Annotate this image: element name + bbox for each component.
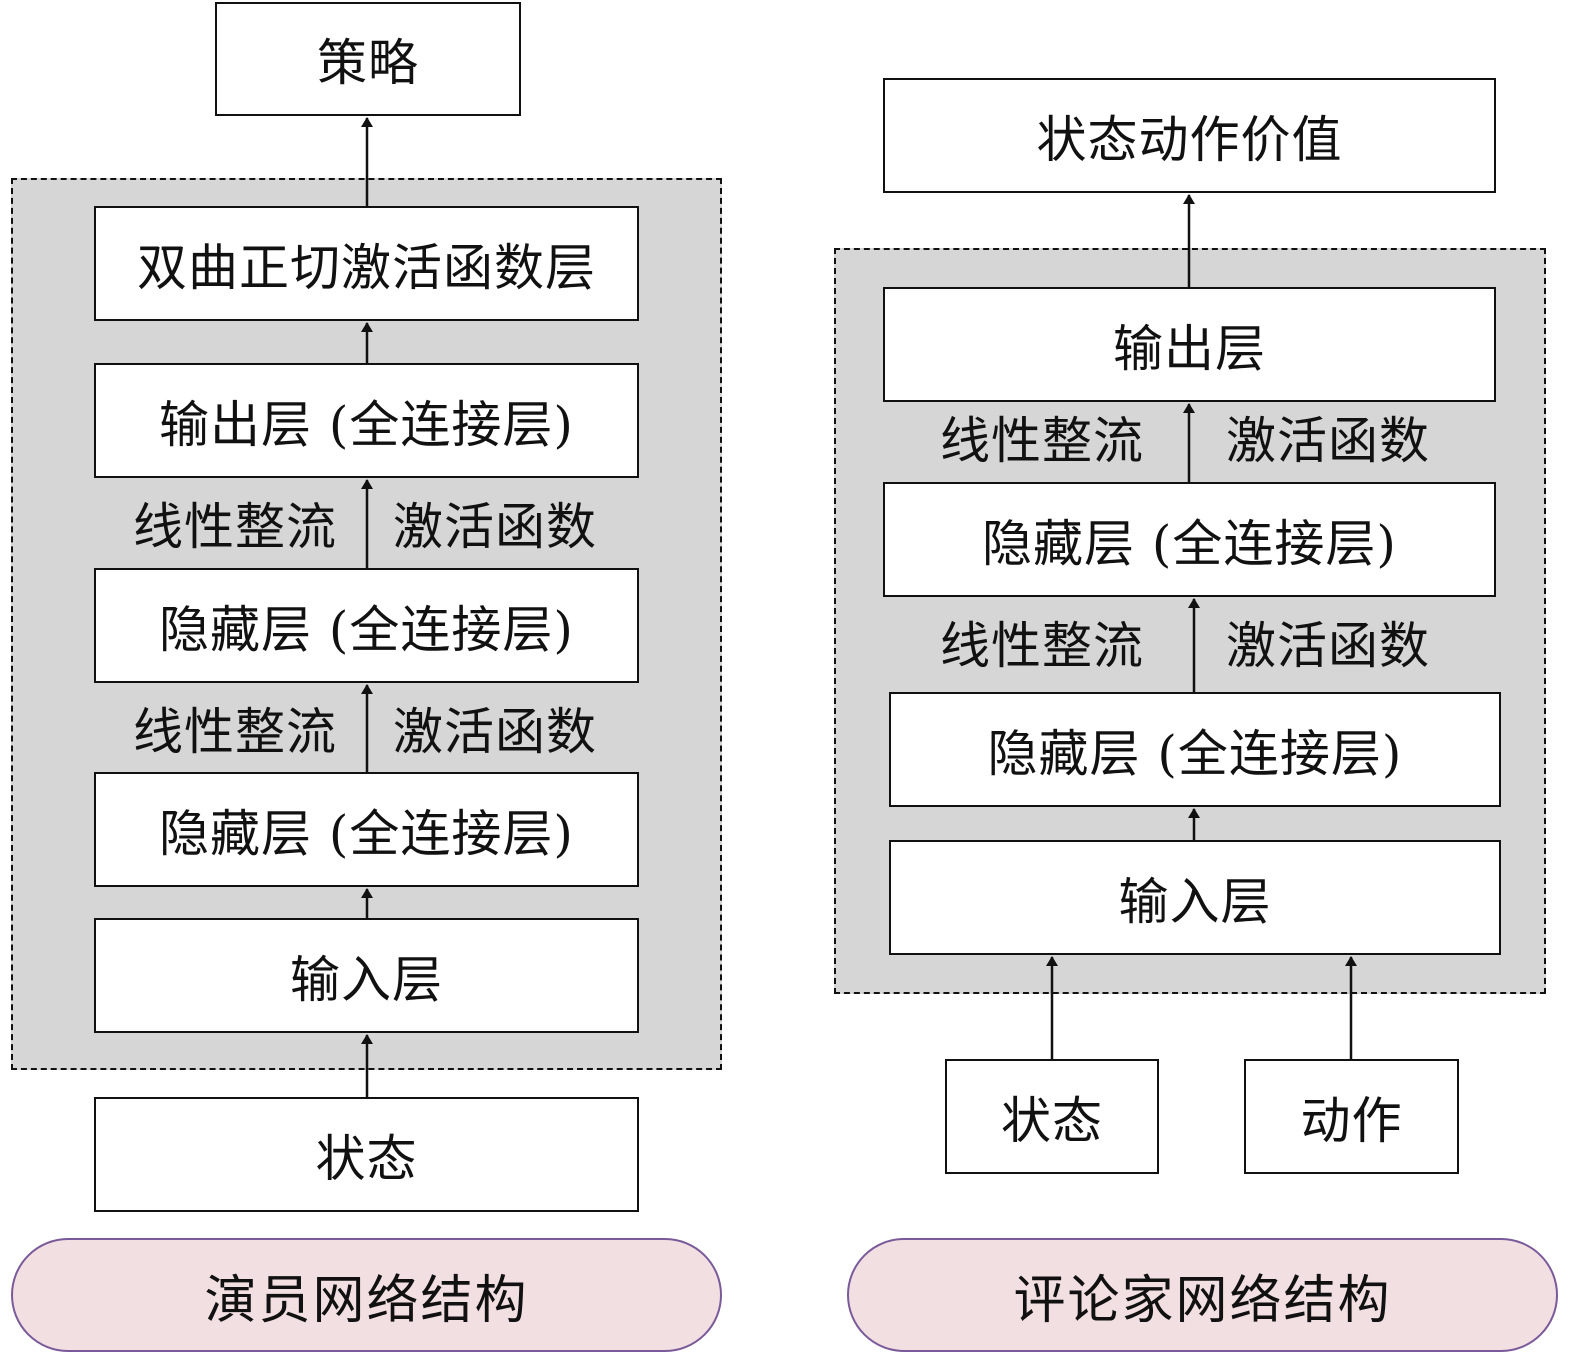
critic-relu-label-right-1: 激活函数: [1226, 412, 1430, 470]
actor-tanh-layer-box: 双曲正切激活函数层: [94, 206, 639, 321]
actor-hidden-layer-2-box: 隐藏层 (全连接层): [94, 772, 639, 887]
actor-relu-label-left-1: 线性整流: [133, 498, 337, 556]
actor-relu-label-left-2: 线性整流: [133, 703, 337, 761]
actor-output-layer-box: 输出层 (全连接层): [94, 363, 639, 478]
critic-state-input-box: 状态: [945, 1059, 1159, 1174]
critic-q-value-output-box: 状态动作价值: [883, 78, 1496, 193]
actor-input-layer-box: 输入层: [94, 918, 639, 1033]
critic-action-input-box: 动作: [1244, 1059, 1459, 1174]
actor-policy-output-box: 策略: [215, 2, 521, 116]
critic-network-caption: 评论家网络结构: [847, 1238, 1558, 1352]
actor-state-input-box: 状态: [94, 1097, 639, 1212]
critic-output-layer-box: 输出层: [883, 287, 1496, 402]
actor-relu-label-right-2: 激活函数: [393, 703, 597, 761]
critic-relu-label-left-2: 线性整流: [940, 617, 1144, 675]
critic-hidden-layer-1-box: 隐藏层 (全连接层): [883, 482, 1496, 597]
critic-relu-label-right-2: 激活函数: [1226, 617, 1430, 675]
critic-relu-label-left-1: 线性整流: [940, 412, 1144, 470]
critic-input-layer-box: 输入层: [889, 840, 1501, 955]
actor-relu-label-right-1: 激活函数: [393, 498, 597, 556]
actor-network-caption: 演员网络结构: [11, 1238, 722, 1352]
critic-hidden-layer-2-box: 隐藏层 (全连接层): [889, 692, 1501, 807]
actor-hidden-layer-1-box: 隐藏层 (全连接层): [94, 568, 639, 683]
